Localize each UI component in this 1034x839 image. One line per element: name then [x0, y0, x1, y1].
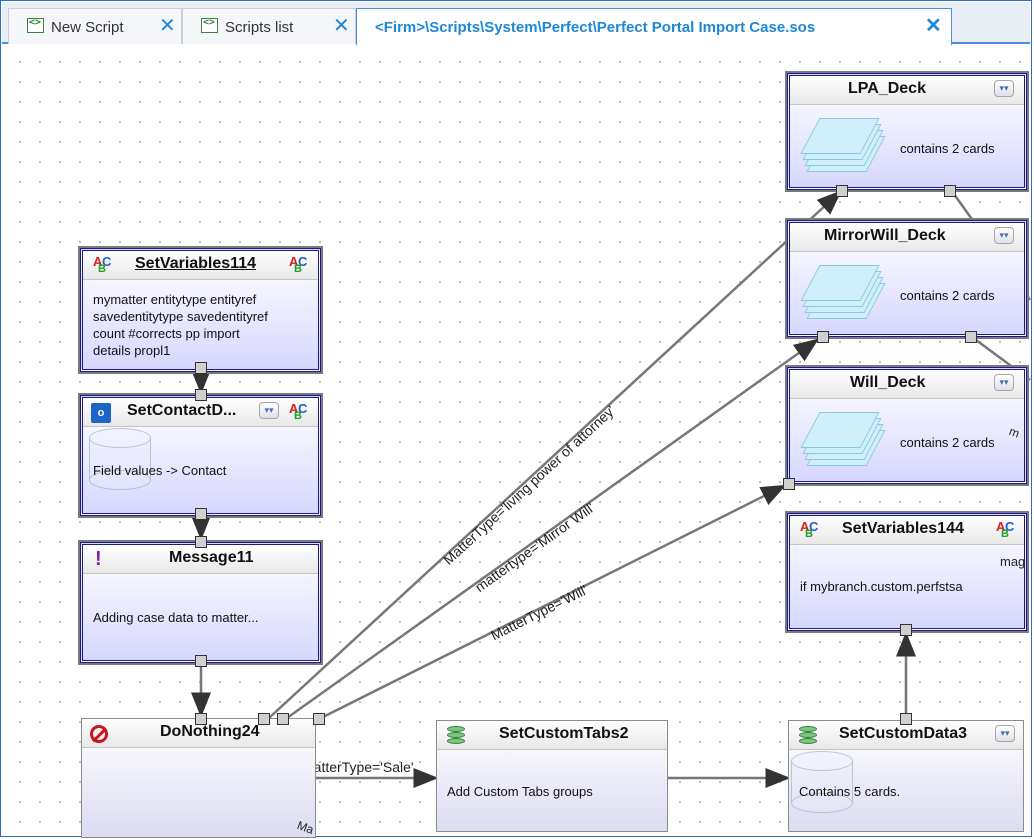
tab-label: New Script [51, 19, 124, 36]
stop-icon [90, 725, 108, 743]
close-icon[interactable]: ✕ [333, 15, 350, 37]
node-lpa-deck[interactable]: LPA_Deck ▾▾ contains 2 cards [787, 73, 1027, 190]
node-body-line: savedentitytype savedentityref [93, 309, 268, 324]
cards-stack-icon [798, 259, 886, 321]
node-header: Will_Deck ▾▾ [790, 370, 1024, 399]
node-title: SetVariables144 [842, 520, 964, 537]
port-in[interactable] [195, 389, 207, 401]
node-body: Field values -> Contact [93, 463, 227, 478]
port-in[interactable] [817, 331, 829, 343]
port-out[interactable] [258, 713, 270, 725]
close-icon[interactable]: ✕ [925, 15, 942, 37]
node-setcustomtabs2[interactable]: SetCustomTabs2 Add Custom Tabs groups [436, 720, 668, 832]
node-will-deck[interactable]: Will_Deck ▾▾ contains 2 cards [787, 367, 1027, 484]
cards-stack-icon [798, 112, 886, 174]
port-out[interactable] [900, 624, 912, 636]
tab-new-script[interactable]: New Script ✕ [8, 8, 182, 44]
node-body-line: mymatter entitytype entityref [93, 292, 257, 307]
node-body-line: count #corrects pp import [93, 326, 240, 341]
node-donothing24[interactable]: DoNothing24 [81, 718, 316, 838]
port-out[interactable] [277, 713, 289, 725]
script-icon [27, 17, 44, 33]
node-title: DoNothing24 [160, 723, 260, 740]
node-title: SetVariables114 [135, 255, 256, 272]
port-out[interactable] [313, 713, 325, 725]
node-title: SetCustomData3 [839, 725, 968, 742]
exclamation-icon: ! [95, 548, 102, 570]
node-header: SetCustomData3 ▾▾ [789, 721, 1023, 750]
chevron-down-icon[interactable]: ▾▾ [994, 374, 1014, 391]
chevron-down-icon[interactable]: ▾▾ [995, 725, 1015, 742]
node-title: LPA_Deck [848, 80, 926, 97]
node-header: SetCustomTabs2 [437, 721, 667, 750]
node-body: mymatter entitytype entityref savedentit… [93, 291, 268, 359]
port-out[interactable] [965, 331, 977, 343]
close-icon[interactable]: ✕ [159, 15, 176, 37]
node-title: Will_Deck [850, 374, 926, 391]
node-body: contains 2 cards [900, 435, 995, 450]
node-header: MirrorWill_Deck ▾▾ [790, 223, 1024, 252]
node-body: contains 2 cards [900, 288, 995, 303]
port-out[interactable] [195, 655, 207, 667]
port-in[interactable] [195, 713, 207, 725]
node-title: SetCustomTabs2 [499, 725, 629, 742]
chevron-down-icon[interactable]: ▾▾ [259, 402, 279, 419]
node-body: Contains 5 cards. [799, 784, 901, 799]
clipped-label: mag [1000, 554, 1026, 569]
port-out[interactable] [944, 185, 956, 197]
chevron-down-icon[interactable]: ▾▾ [994, 80, 1014, 97]
port-in[interactable] [195, 536, 207, 548]
node-body-line: details propl1 [93, 343, 171, 358]
tab-bar: New Script ✕ Scripts list ✕ <Firm>\Scrip… [2, 2, 1030, 46]
node-body: if mybranch.custom.perfstsa [800, 579, 963, 594]
tab-scripts-list[interactable]: Scripts list ✕ [182, 8, 356, 44]
node-header: DoNothing24 [82, 719, 315, 748]
tab-active-script[interactable]: <Firm>\Scripts\System\Perfect\Perfect Po… [356, 8, 952, 46]
node-title: MirrorWill_Deck [824, 227, 946, 244]
database-icon [447, 726, 465, 746]
node-mirrorwill-deck[interactable]: MirrorWill_Deck ▾▾ contains 2 cards [787, 220, 1027, 337]
node-body: Adding case data to matter... [93, 610, 259, 625]
port-out[interactable] [195, 362, 207, 374]
database-icon [89, 428, 151, 490]
chevron-down-icon[interactable]: ▾▾ [994, 227, 1014, 244]
tab-label: <Firm>\Scripts\System\Perfect\Perfect Po… [375, 19, 816, 36]
port-in[interactable] [900, 713, 912, 725]
link-label-sale: MatterType='Sale' [302, 759, 414, 775]
tab-label: Scripts list [225, 19, 294, 36]
port-out[interactable] [195, 508, 207, 520]
node-header: ! Message11 [83, 545, 318, 574]
node-body: Add Custom Tabs groups [447, 784, 593, 799]
node-setcustomdata3[interactable]: SetCustomData3 ▾▾ Contains 5 cards. [788, 720, 1024, 832]
database-icon [791, 751, 853, 813]
node-message11[interactable]: ! Message11 Adding case data to matter..… [80, 542, 321, 663]
cards-stack-icon [798, 406, 886, 468]
port-in[interactable] [836, 185, 848, 197]
node-body: contains 2 cards [900, 141, 995, 156]
script-icon [201, 17, 218, 33]
node-title: SetContactD... [127, 402, 237, 419]
node-header: LPA_Deck ▾▾ [790, 76, 1024, 105]
port-in[interactable] [783, 478, 795, 490]
outlook-icon: o [91, 403, 111, 423]
database-icon [799, 726, 817, 746]
node-title: Message11 [169, 549, 254, 566]
